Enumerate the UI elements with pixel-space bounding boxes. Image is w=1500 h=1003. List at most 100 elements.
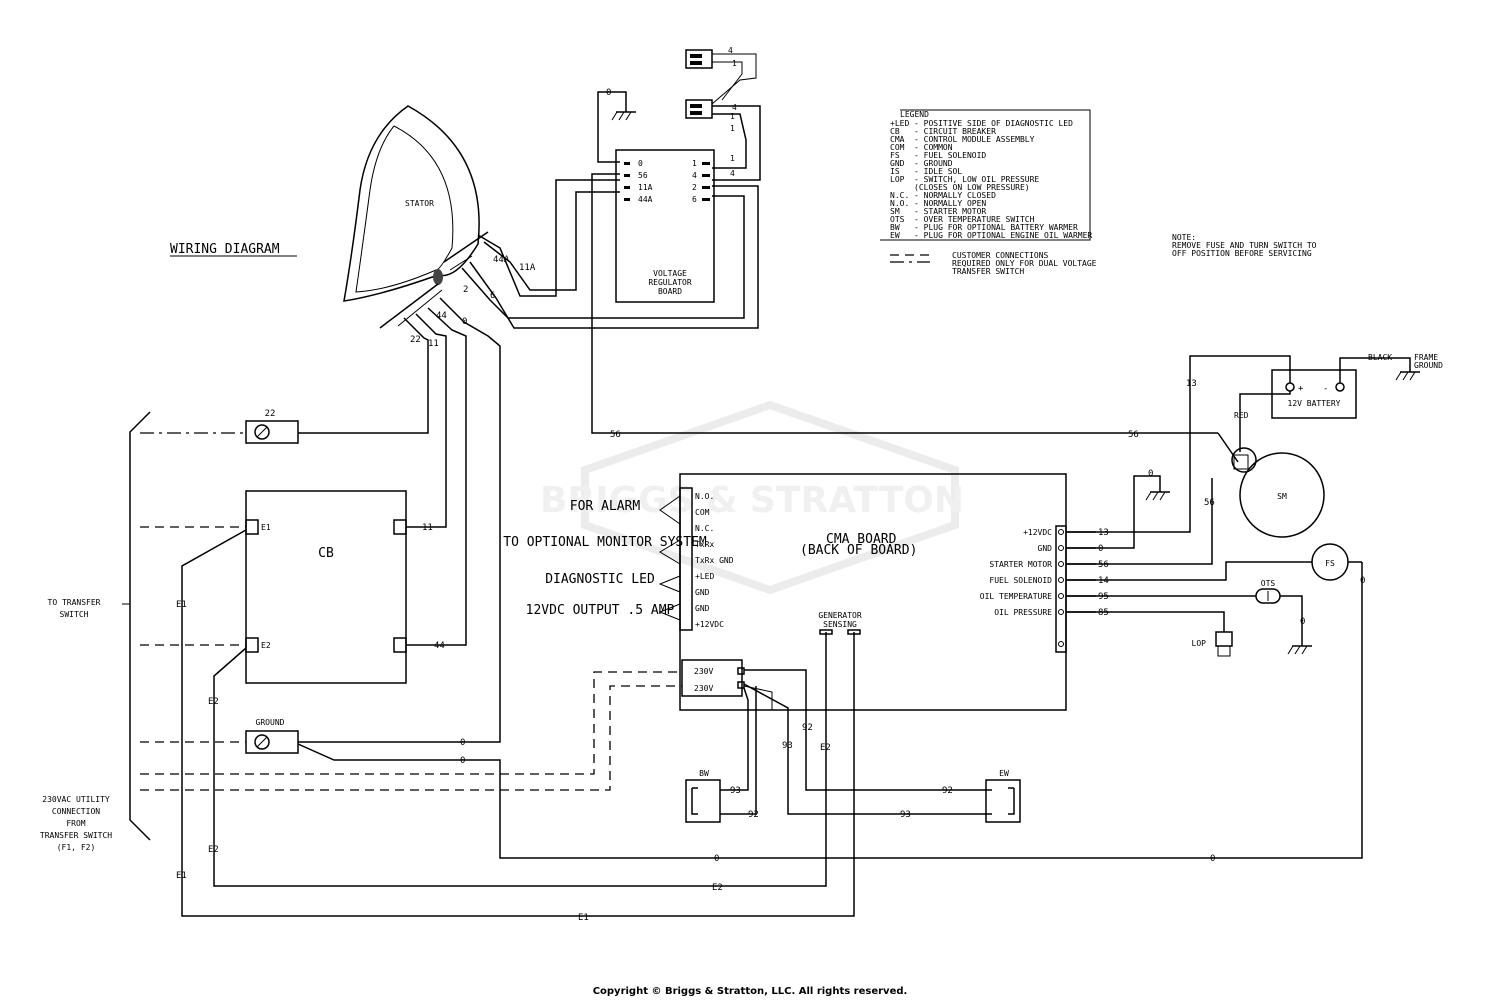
wire-label-22: 22 [410, 335, 421, 345]
svg-text:1: 1 [730, 124, 735, 133]
svg-text:56: 56 [1204, 498, 1215, 508]
page-title: WIRING DIAGRAM [170, 242, 280, 257]
legend-desc: - FUEL SOLENOID [914, 151, 986, 160]
regulator-label-2: REGULATOR [648, 278, 692, 287]
note: NOTE: REMOVE FUSE AND TURN SWITCH TO OFF… [1172, 233, 1317, 258]
svg-text:0: 0 [606, 88, 611, 98]
legend-desc: (CLOSES ON LOW PRESSURE) [914, 183, 1030, 192]
gen-sensing-2: SENSING [823, 620, 857, 629]
legend-desc: - CIRCUIT BREAKER [914, 127, 996, 136]
wire-label-6: 6 [490, 291, 495, 301]
legend-desc: - IDLE SOL [914, 167, 962, 176]
legend-desc: - COMMON [914, 143, 953, 152]
legend-items: +LED- POSITIVE SIDE OF DIAGNOSTIC LEDCB-… [890, 119, 1092, 240]
fuse-22-label: 22 [265, 409, 276, 419]
svg-text:6: 6 [692, 195, 697, 204]
legend: LEGEND +LED- POSITIVE SIDE OF DIAGNOSTIC… [880, 109, 1097, 276]
svg-text:EW: EW [999, 769, 1009, 778]
svg-text:E2: E2 [208, 697, 219, 707]
svg-text:1: 1 [730, 112, 735, 121]
watermark-text: BRIGGS & STRATTON [540, 480, 964, 521]
regulator-label-1: VOLTAGE [653, 269, 687, 278]
svg-text:56: 56 [638, 171, 648, 180]
note-line-1: REMOVE FUSE AND TURN SWITCH TO [1172, 241, 1317, 250]
svg-text:56: 56 [1128, 430, 1139, 440]
svg-text:92: 92 [942, 786, 953, 796]
wire-label-11: 11 [428, 339, 439, 349]
group-alarm: FOR ALARM [570, 499, 641, 514]
wire-label-11a: 11A [519, 263, 536, 273]
svg-text:LOP: LOP [1192, 639, 1207, 648]
cma-title: CMA BOARD [826, 532, 897, 547]
cma-terminal-screw [1058, 609, 1064, 615]
svg-text:56: 56 [610, 430, 621, 440]
cma-left-terminal: +12VDC [695, 620, 724, 629]
cma-left-terminal: N.O. [695, 492, 714, 501]
legend-customer-2: REQUIRED ONLY FOR DUAL VOLTAGE [952, 259, 1097, 268]
svg-text:230V: 230V [694, 667, 713, 676]
svg-text:4: 4 [732, 103, 737, 112]
note-line-2: OFF POSITION BEFORE SERVICING [1172, 249, 1312, 258]
legend-desc: - OVER TEMPERATURE SWITCH [914, 215, 1035, 224]
svg-text:230V: 230V [694, 684, 713, 693]
utility-label-3: FROM [66, 819, 85, 828]
cma-terminal-screw [1058, 561, 1064, 567]
cma-side-groups: FOR ALARM TO OPTIONAL MONITOR SYSTEM DIA… [503, 495, 707, 621]
svg-text:E1: E1 [578, 913, 589, 923]
legend-key: CMA [890, 135, 905, 144]
legend-desc: - POSITIVE SIDE OF DIAGNOSTIC LED [914, 119, 1073, 128]
watermark: BRIGGS & STRATTON [540, 400, 964, 595]
cma-right-wire-label: 56 [1098, 560, 1109, 570]
cma-left-terminal: TxRx [695, 540, 714, 549]
wire-label-44: 44 [436, 311, 447, 321]
legend-key: GND [890, 159, 905, 168]
svg-text:2: 2 [692, 183, 697, 192]
stator-connector [433, 269, 443, 285]
cma-right-terminal: STARTER MOTOR [989, 560, 1052, 569]
cma-left-terminal: GND [695, 604, 710, 613]
legend-key: N.C. [890, 191, 909, 200]
group-12v: 12VDC OUTPUT .5 AMP [526, 603, 675, 618]
svg-text:RED: RED [1234, 411, 1249, 420]
cb-terminal-e2: E2 [261, 641, 271, 650]
wire-label-44a: 44A [493, 255, 510, 265]
regulator-right-terminals: 1 4 2 6 [692, 159, 710, 204]
svg-text:0: 0 [460, 738, 465, 748]
legend-key: IS [890, 167, 900, 176]
cma-right-terminal: GND [1038, 544, 1053, 553]
svg-text:E2: E2 [208, 845, 219, 855]
svg-text:13: 13 [1186, 379, 1197, 389]
cma-right-wire-label: 95 [1098, 592, 1109, 602]
cma-board: CMA BOARD (BACK OF BOARD) N.O.COMN.C.TxR… [503, 473, 1109, 711]
stator-label: STATOR [405, 199, 434, 208]
regulator-left-terminals: 0 56 11A 44A [624, 159, 653, 204]
svg-text:0: 0 [1210, 854, 1215, 864]
transfer-switch-label-2: SWITCH [60, 610, 89, 619]
legend-key: EW [890, 231, 900, 240]
legend-key: COM [890, 143, 905, 152]
legend-key: N.O. [890, 199, 909, 208]
voltage-regulator-board: VOLTAGE REGULATOR BOARD 0 56 11A 44A 1 4… [591, 46, 1218, 434]
svg-text:4: 4 [730, 169, 735, 178]
right-side: + - 12V BATTERY BLACK FRAME GROUND 13 RE… [610, 353, 1443, 657]
svg-text:E2: E2 [820, 743, 831, 753]
svg-text:4: 4 [692, 171, 697, 180]
starter-motor [1239, 452, 1325, 538]
utility-label-5: (F1, F2) [57, 843, 96, 852]
svg-text:0: 0 [1360, 576, 1365, 586]
svg-text:FS: FS [1325, 559, 1335, 568]
warmer-wiring: 92 93 93 92 92 93 BW EW [685, 669, 1021, 823]
svg-text:FRAME: FRAME [1414, 353, 1438, 362]
svg-text:0: 0 [1300, 617, 1305, 627]
svg-text:0: 0 [1148, 469, 1153, 479]
legend-desc: - STARTER MOTOR [914, 207, 986, 216]
cma-right-terminal: OIL TEMPERATURE [980, 592, 1052, 601]
cma-terminal-screw [1058, 641, 1064, 647]
legend-key: +LED [890, 119, 909, 128]
legend-customer-1: CUSTOMER CONNECTIONS [952, 251, 1049, 260]
cma-left-terminal: TxRx GND [695, 556, 734, 565]
svg-text:93: 93 [900, 810, 911, 820]
